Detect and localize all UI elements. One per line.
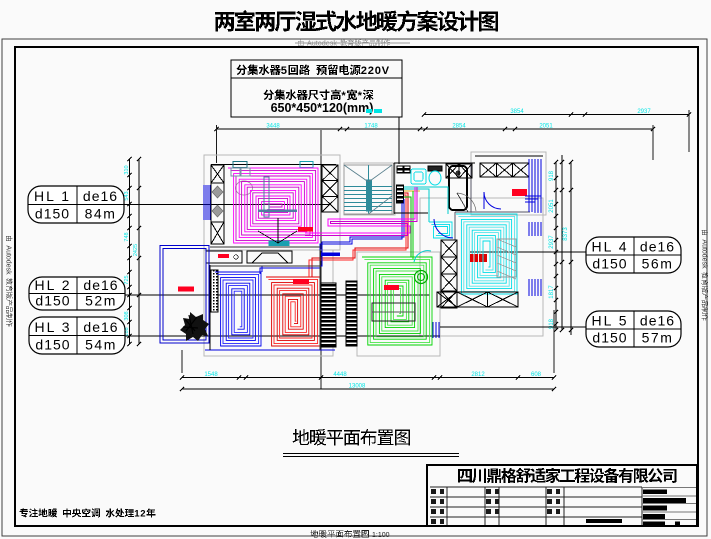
svg-text:5: 5: [281, 65, 287, 77]
svg-text:57m: 57m: [642, 330, 674, 346]
svg-text:725: 725: [124, 275, 130, 284]
svg-text:0: 0: [375, 65, 381, 77]
svg-text:13008: 13008: [349, 384, 366, 390]
svg-text:308: 308: [124, 311, 130, 320]
svg-text:3854: 3854: [510, 109, 524, 115]
svg-text:54m: 54m: [85, 337, 117, 353]
svg-text:188: 188: [124, 327, 130, 336]
svg-text:8373: 8373: [563, 227, 569, 241]
svg-text:HL 3: HL 3: [34, 319, 71, 335]
svg-text:d150: d150: [592, 256, 627, 272]
svg-text:2: 2: [140, 509, 145, 520]
svg-text:HL 2: HL 2: [34, 277, 71, 293]
svg-text:de16: de16: [83, 188, 118, 204]
svg-text:de16: de16: [83, 319, 118, 335]
svg-text:1748: 1748: [364, 124, 378, 130]
svg-text:d150: d150: [35, 337, 70, 353]
svg-text:HL 5: HL 5: [591, 313, 628, 329]
svg-text:Autodesk: Autodesk: [700, 239, 707, 269]
svg-text:Autodesk: Autodesk: [5, 245, 12, 275]
svg-text:2937: 2937: [549, 235, 555, 249]
svg-text:2051: 2051: [549, 199, 555, 213]
svg-text:918: 918: [549, 318, 555, 329]
svg-text:608: 608: [531, 372, 542, 378]
svg-text:2854: 2854: [452, 124, 466, 130]
svg-text:V: V: [382, 65, 390, 77]
svg-text:84m: 84m: [85, 206, 117, 222]
svg-text:1:100: 1:100: [372, 532, 390, 539]
svg-text:2812: 2812: [471, 372, 485, 378]
svg-text:1: 1: [134, 509, 140, 520]
svg-text:52m: 52m: [85, 293, 117, 309]
svg-text:2: 2: [368, 65, 374, 77]
svg-text:*: *: [341, 90, 346, 102]
svg-text:918: 918: [549, 170, 555, 181]
svg-text:2937: 2937: [637, 109, 651, 115]
svg-text:310: 310: [124, 165, 130, 174]
svg-text:d150: d150: [35, 206, 70, 222]
svg-text:de16: de16: [83, 277, 118, 293]
svg-text:2051: 2051: [539, 124, 553, 130]
svg-text:HL 1: HL 1: [34, 188, 71, 204]
svg-text:4448: 4448: [333, 372, 347, 378]
svg-text:56m: 56m: [642, 256, 674, 272]
svg-text:HL 4: HL 4: [591, 239, 628, 255]
svg-text:650*450*120(mm): 650*450*120(mm): [271, 101, 374, 115]
svg-text:d150: d150: [35, 293, 70, 309]
svg-text:2: 2: [361, 65, 367, 77]
svg-text:3448: 3448: [266, 124, 280, 130]
svg-text:1817: 1817: [549, 285, 555, 299]
svg-text:1548: 1548: [204, 372, 218, 378]
svg-text:de16: de16: [640, 313, 675, 329]
svg-text:748: 748: [124, 232, 130, 241]
svg-text:2425: 2425: [133, 244, 139, 256]
svg-text:543: 543: [124, 191, 130, 200]
svg-text:de16: de16: [640, 239, 675, 255]
svg-text:d150: d150: [592, 330, 627, 346]
svg-text:*: *: [358, 90, 363, 102]
